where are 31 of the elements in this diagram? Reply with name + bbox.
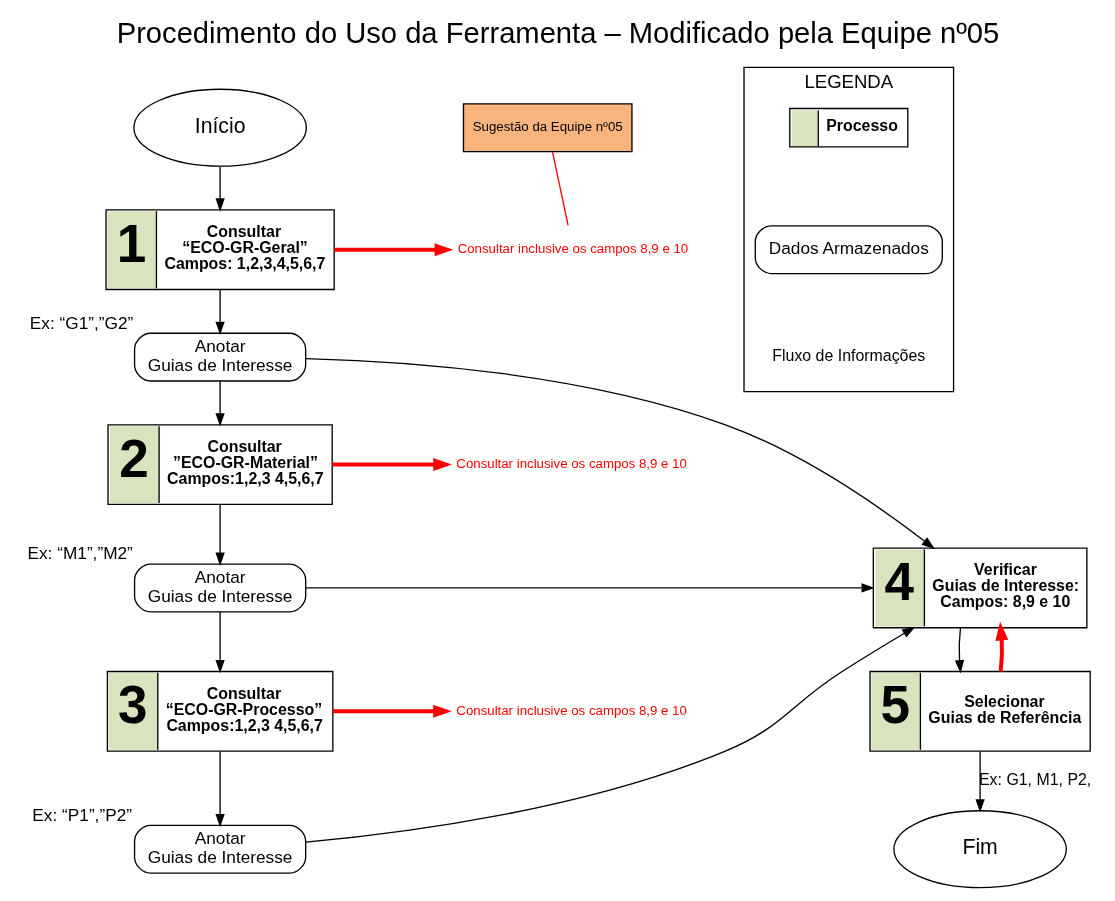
node-box: Anotar Guias de Interesse (133, 332, 306, 382)
node-label: Ex: “G1”,”G2” (29, 312, 133, 333)
connector (551, 150, 569, 226)
arrow (214, 380, 225, 426)
arrow (994, 621, 1008, 672)
node-label: Ex: “M1”,”M2” (27, 542, 133, 563)
node-box: Anotar Guias de Interesse (133, 562, 306, 612)
arrow (974, 750, 985, 813)
arrow (214, 165, 225, 212)
node-text: Consultar inclusive os campos 8,9 e 10 (457, 240, 688, 256)
arrow (214, 288, 225, 335)
node-label: Ex: “P1”,”P2” (31, 804, 132, 825)
arrow (334, 242, 453, 256)
node-box: Anotar Guias de Interesse (133, 824, 306, 874)
node-ellipse: Início (132, 88, 307, 167)
node-ellipse: Fim (892, 809, 1067, 888)
arrow (954, 626, 964, 673)
label: Fluxo de Informações (771, 346, 925, 364)
node-box: Sugestão da Equipe nº05 (462, 102, 633, 152)
diagram-title: Procedimento do Uso da Ferramenta – Modificado pela Equipe nº05 (116, 16, 999, 49)
node-box: Dados Armazenados (754, 224, 943, 274)
arrow (332, 704, 452, 718)
arrow (304, 626, 915, 843)
arrow (214, 750, 225, 827)
arrow (214, 610, 225, 673)
node-text: Consultar inclusive os campos 8,9 e 10 (455, 455, 687, 471)
arrow (214, 503, 225, 566)
node-text: Consultar inclusive os campos 8,9 e 10 (455, 702, 687, 718)
arrow (304, 357, 935, 549)
arrow (304, 582, 875, 593)
arrow (331, 457, 452, 471)
